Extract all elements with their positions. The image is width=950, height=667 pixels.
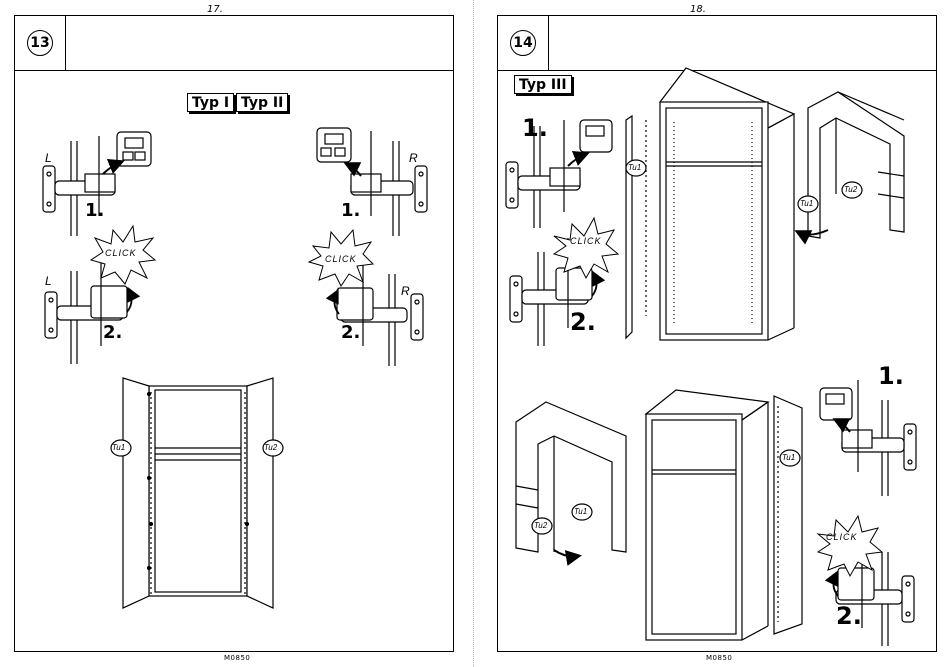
door-label-front-tu2: Tu2 xyxy=(534,521,547,530)
hinge-illustration-bottom-1 xyxy=(820,380,916,496)
side-label-left-1: L xyxy=(45,151,52,165)
step-label-bottom-1: 1. xyxy=(878,362,904,390)
door-label-top-tu1: Tu1 xyxy=(628,163,641,172)
door-label-back-tu1: Tu1 xyxy=(800,199,813,208)
click-burst-bottom xyxy=(818,516,882,576)
cabinet-back-view xyxy=(798,92,904,238)
right-page: 14 Typ III xyxy=(497,15,937,652)
step-label-right-2: 2. xyxy=(341,322,360,343)
step-label-top-2: 2. xyxy=(570,308,596,336)
wardrobe-top-assembly xyxy=(626,68,794,340)
door-label-right: Tu2 xyxy=(264,443,277,452)
page-gutter xyxy=(473,0,475,667)
left-page-number: 17. xyxy=(207,4,223,15)
click-text-bottom: CLICK xyxy=(826,532,858,542)
hinge-illustration-right-1 xyxy=(317,128,427,236)
step-label-right-1: 1. xyxy=(341,200,360,221)
right-page-footer: M0850 xyxy=(706,654,732,662)
right-page-number: 18. xyxy=(690,4,706,15)
left-page: 13 Typ I Typ II xyxy=(14,15,454,652)
left-page-illustrations xyxy=(15,16,453,651)
side-label-right-2: R xyxy=(401,284,410,298)
left-page-footer: M0850 xyxy=(224,654,250,662)
side-label-left-2: L xyxy=(45,274,52,288)
step-label-bottom-2: 2. xyxy=(836,602,862,630)
wardrobe-bottom-assembly xyxy=(646,390,802,640)
cabinet-front-view-bottom xyxy=(516,402,626,556)
click-text-right: CLICK xyxy=(325,254,357,264)
step-label-left-2: 2. xyxy=(103,322,122,343)
door-label-back-tu2: Tu2 xyxy=(844,185,857,194)
right-page-illustrations xyxy=(498,16,936,651)
step-label-left-1: 1. xyxy=(85,200,104,221)
click-text-top: CLICK xyxy=(570,236,602,246)
door-label-front-tu1: Tu1 xyxy=(574,507,587,516)
step-label-top-1: 1. xyxy=(522,114,548,142)
side-label-right-1: R xyxy=(409,151,418,165)
wardrobe-open-doors xyxy=(111,378,283,608)
click-text-left: CLICK xyxy=(105,248,137,258)
door-label-left: Tu1 xyxy=(112,443,125,452)
door-label-bottom-tu1: Tu1 xyxy=(782,453,795,462)
